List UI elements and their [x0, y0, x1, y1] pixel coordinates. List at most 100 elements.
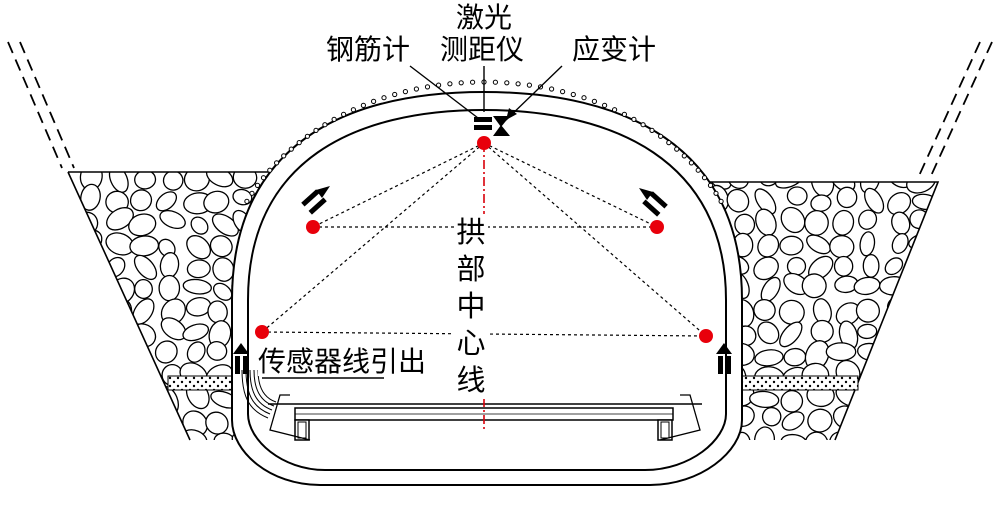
crown-dot — [602, 102, 608, 109]
rock-stone — [858, 209, 878, 230]
rock-stone — [887, 191, 912, 216]
rock-stone — [186, 341, 206, 363]
rock-stone — [940, 388, 962, 413]
crown-dot — [681, 153, 687, 159]
excavation-slope-left — [7, 41, 75, 169]
rock-stone — [913, 326, 935, 343]
rock-stone — [182, 323, 210, 342]
rock-stone — [74, 338, 98, 363]
label-leader-lines — [262, 65, 563, 379]
crown-dot — [304, 133, 310, 139]
rock-stone — [82, 318, 102, 342]
rock-stone — [186, 259, 211, 279]
crown-dot — [254, 182, 261, 188]
rock-stone — [859, 387, 881, 409]
rock-stone — [832, 405, 861, 430]
rock-stone — [807, 408, 833, 433]
crown-dot — [707, 182, 714, 188]
rock-stone — [912, 303, 938, 322]
rock-stone — [190, 216, 209, 235]
rock-stone — [162, 172, 184, 191]
rock-stone — [804, 431, 829, 440]
crown-dot — [288, 146, 294, 152]
rock-stone — [212, 282, 233, 301]
label-strain-gauge: 应变计 — [572, 33, 657, 66]
rock-boundary-left — [67, 171, 300, 441]
rock-stone — [880, 385, 904, 406]
rebar-meter-right-lower — [716, 343, 732, 374]
crown-dot — [695, 167, 701, 173]
rock-stone — [68, 367, 78, 390]
strain-gauge-left-upper — [316, 186, 330, 198]
rock-stone — [78, 229, 103, 254]
rock-stone — [205, 172, 234, 188]
rock-stone — [213, 432, 236, 440]
rock-stone — [76, 386, 98, 410]
rock-stone — [754, 349, 784, 367]
rock-stone — [155, 191, 178, 212]
rock-stone — [126, 384, 154, 411]
rock-stone — [105, 386, 126, 412]
label-arch-centerline: 拱部中心线 — [454, 214, 488, 399]
rock-stone — [779, 235, 804, 256]
strain-gauge-right-upper — [639, 188, 653, 200]
rock-stone — [68, 301, 79, 323]
rock-stone — [84, 276, 102, 295]
rock-stone — [75, 252, 99, 273]
crown-dot — [504, 80, 510, 86]
rock-stone — [757, 321, 780, 345]
rock-stone — [76, 298, 105, 319]
rock-stone — [82, 411, 105, 432]
rock-stone — [753, 256, 779, 281]
rock-stone — [859, 231, 876, 257]
crown-dot — [658, 133, 664, 139]
rock-stone — [863, 368, 885, 391]
rock-stone — [133, 254, 158, 281]
crown-dot — [640, 122, 646, 128]
rock-stone — [911, 408, 934, 429]
rebar-meter-left-lower — [233, 343, 249, 374]
rock-stone — [107, 407, 131, 430]
crown-dot — [350, 107, 356, 113]
rock-stone — [778, 299, 805, 325]
crown-dot — [458, 80, 464, 86]
measurement-point — [255, 325, 269, 339]
rock-stone — [154, 340, 178, 364]
crown-dot — [612, 107, 618, 113]
rock-stone — [68, 379, 74, 411]
crown-dot — [570, 91, 576, 98]
rock-stone — [938, 272, 969, 305]
rock-stone — [108, 344, 130, 367]
rebar-meter-crown — [474, 117, 492, 130]
laser-rangefinder-marker-top — [493, 116, 510, 127]
rock-stone — [203, 190, 230, 214]
rock-stone — [68, 318, 79, 341]
crown-dot — [381, 95, 387, 101]
crown-dot — [341, 111, 347, 118]
crown-dot — [581, 95, 587, 101]
rock-stone — [938, 248, 966, 281]
rock-stone — [938, 300, 961, 321]
crown-dot — [296, 140, 302, 146]
rock-stone — [780, 433, 808, 440]
crown-dot — [470, 79, 476, 85]
rock-stone — [132, 298, 155, 325]
rock-stone — [754, 188, 777, 215]
rock-stone — [911, 193, 938, 211]
rock-stone — [804, 209, 829, 236]
measurement-point — [477, 136, 491, 150]
rock-stone — [205, 411, 229, 435]
rock-stone — [129, 189, 153, 212]
rock-stone — [857, 323, 878, 340]
rock-stone — [910, 270, 932, 299]
rock-stone — [134, 278, 153, 300]
rock-stone — [780, 390, 804, 413]
rock-stone — [888, 343, 906, 366]
rock-stone — [182, 278, 212, 295]
rock-stone — [913, 384, 938, 410]
invert-deck — [268, 394, 702, 441]
rebar-meter-left-upper — [301, 189, 327, 215]
rock-stone — [891, 232, 909, 255]
rock-stone — [209, 235, 233, 258]
rock-stone — [836, 186, 858, 209]
